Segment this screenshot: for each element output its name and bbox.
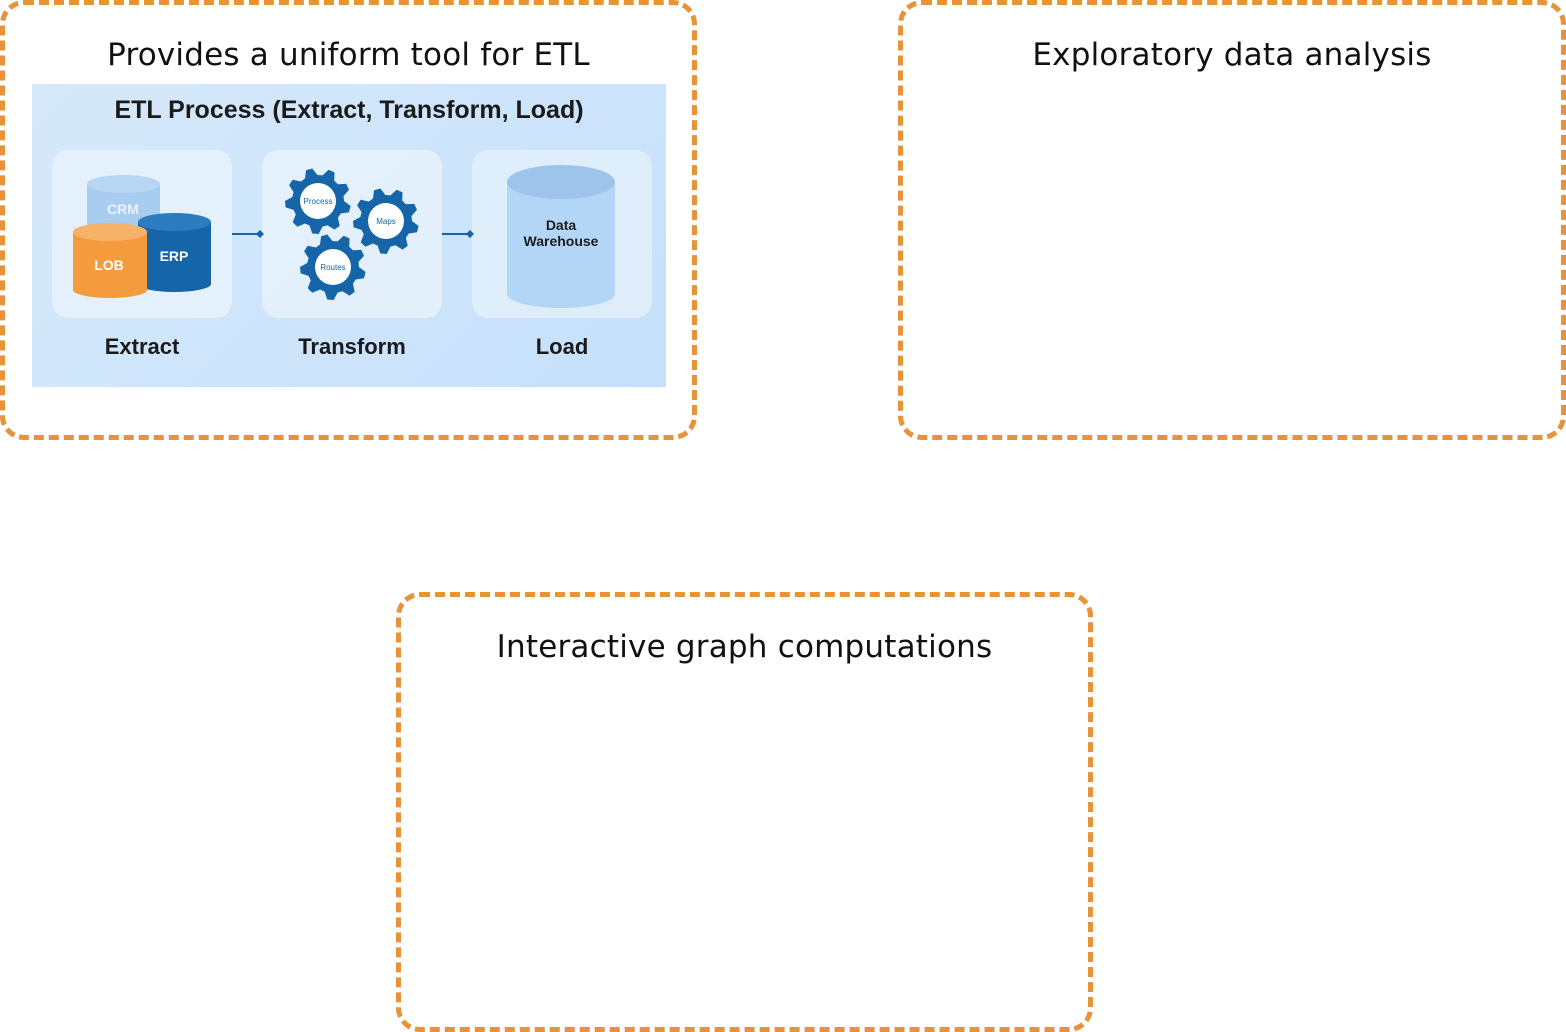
warehouse-label-line2: Warehouse: [524, 233, 599, 249]
load-label: Load: [535, 334, 589, 359]
process-gear-icon: [285, 168, 351, 234]
gear-hub: [300, 183, 336, 219]
etl-diagram-heading: ETL Process (Extract, Transform, Load): [114, 96, 584, 124]
gear-hub: [368, 203, 404, 239]
routes-gear-label: Routes: [320, 263, 345, 272]
connector-arrow-1: [256, 230, 264, 238]
process-gear-label: Process: [304, 197, 333, 206]
erp-label: ERP: [160, 248, 189, 264]
etl-card-title: Provides a uniform tool for ETL: [107, 37, 590, 73]
transform-label: Transform: [298, 334, 406, 359]
connector-arrow-2: [466, 230, 474, 238]
graph-card: Interactive graph computations: [396, 592, 1093, 1032]
gear-hub: [315, 249, 351, 285]
lob-cylinder-icon: [73, 223, 147, 298]
extract-label: Extract: [104, 334, 180, 359]
data-warehouse-cylinder-icon: [507, 165, 615, 308]
erp-cylinder-icon: [138, 213, 211, 292]
etl-process-diagram: CRM LOB ERP Process Maps Routes Data War…: [32, 84, 666, 387]
eda-card-title: Exploratory data analysis: [1032, 37, 1432, 73]
routes-gear-icon: [300, 234, 366, 300]
warehouse-label-line1: Data: [546, 217, 577, 233]
lob-label: LOB: [94, 257, 124, 273]
etl-diagram-graphic: CRM LOB ERP Process Maps Routes Data War…: [52, 150, 652, 318]
graph-card-title: Interactive graph computations: [496, 629, 993, 665]
crm-label: CRM: [107, 201, 139, 217]
maps-gear-icon: [353, 188, 419, 254]
etl-card: Provides a uniform tool for ETL: [0, 0, 697, 440]
maps-gear-label: Maps: [376, 217, 396, 226]
eda-card: Exploratory data analysis: [898, 0, 1566, 440]
